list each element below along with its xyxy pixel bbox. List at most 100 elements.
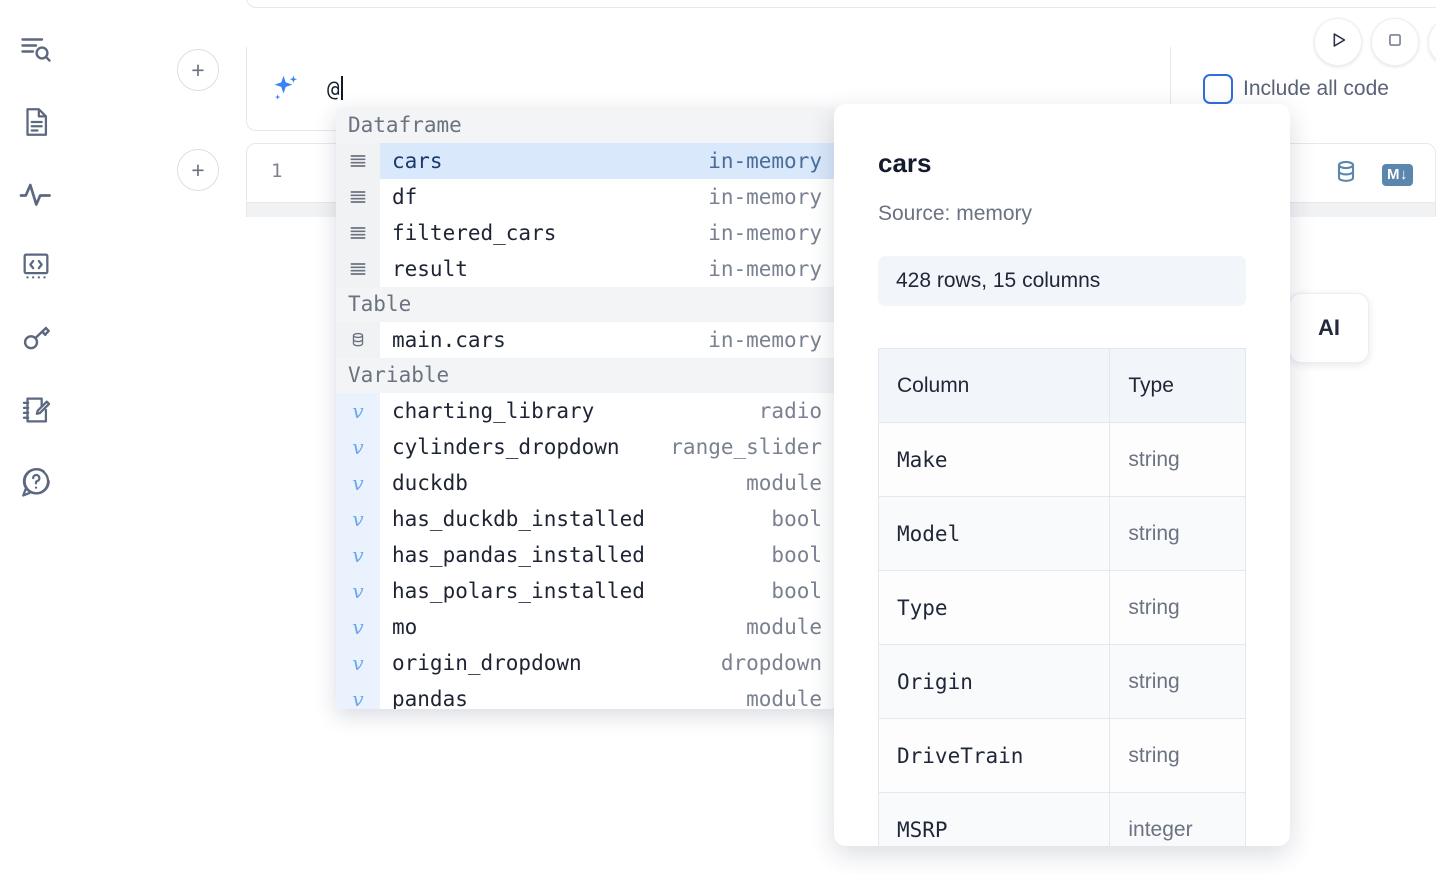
autocomplete-item-type: bool: [771, 507, 822, 531]
sidebar-item-activity[interactable]: [8, 158, 64, 230]
variable-icon: v: [336, 429, 380, 465]
sidebar-item-scratchpad[interactable]: [8, 374, 64, 446]
dataframe-rows-icon: [336, 179, 380, 215]
autocomplete-group-header: Table: [336, 287, 836, 322]
autocomplete-item-body: cars in-memory: [380, 143, 836, 179]
include-all-code-label: Include all code: [1243, 77, 1389, 100]
plus-icon: +: [191, 156, 205, 183]
variable-icon: v: [336, 609, 380, 645]
previous-cell-container: [246, 0, 1436, 8]
autocomplete-item-name: has_pandas_installed: [392, 543, 645, 567]
schema-column-name: MSRP: [877, 792, 1111, 846]
ai-prompt-value: @: [327, 77, 340, 101]
autocomplete-item[interactable]: result in-memory: [336, 251, 836, 287]
variable-icon: v: [336, 645, 380, 681]
include-all-code-checkbox[interactable]: [1203, 74, 1233, 104]
schema-column-type: string: [1109, 718, 1246, 793]
schema-column-name: Origin: [877, 644, 1111, 719]
dataframe-rows-icon: [336, 143, 380, 179]
include-all-code-row[interactable]: Include all code: [1203, 74, 1389, 104]
sidebar-item-snippets[interactable]: [8, 230, 64, 302]
dataframe-rows-icon: [336, 251, 380, 287]
preview-title: cars: [878, 148, 932, 178]
line-number: 1: [271, 160, 283, 182]
generate-with-ai-chip[interactable]: AI: [1289, 293, 1369, 363]
autocomplete-group-header: Dataframe: [336, 108, 836, 143]
variable-icon: v: [336, 573, 380, 609]
database-icon: [336, 322, 380, 358]
autocomplete-item-body: result in-memory: [380, 251, 836, 287]
preview-source: Source: memory: [878, 202, 1033, 225]
autocomplete-item-body: main.cars in-memory: [380, 322, 836, 358]
schema-column-name: Model: [877, 496, 1111, 571]
sparkle-icon: [267, 71, 303, 107]
add-ai-cell-button[interactable]: +: [177, 49, 219, 91]
stop-button[interactable]: [1371, 18, 1419, 66]
more-actions-button[interactable]: [1428, 18, 1436, 66]
play-icon: [1327, 29, 1349, 56]
autocomplete-item-name: pandas: [392, 687, 468, 709]
ai-prompt-input[interactable]: @: [327, 76, 343, 101]
autocomplete-item-name: result: [392, 257, 468, 281]
autocomplete-item-body: has_duckdb_installed bool: [380, 501, 836, 537]
autocomplete-item-type: in-memory: [708, 328, 822, 352]
preview-shape-badge: 428 rows, 15 columns: [878, 256, 1246, 306]
stop-square-icon: [1384, 29, 1406, 56]
database-icon[interactable]: [1332, 158, 1360, 191]
table-header-row: Column Type: [877, 348, 1246, 423]
autocomplete-item-name: cylinders_dropdown: [392, 435, 620, 459]
schema-column-name: Make: [877, 422, 1111, 497]
dataframe-rows-icon: [336, 215, 380, 251]
autocomplete-item-type: module: [746, 615, 822, 639]
autocomplete-item-type: in-memory: [708, 257, 822, 281]
ai-chip-label: AI: [1318, 315, 1340, 340]
sidebar-item-files[interactable]: [8, 86, 64, 158]
secrets-key-icon: [19, 321, 53, 355]
autocomplete-item-name: df: [392, 185, 418, 209]
sidebar-item-explore-search[interactable]: [8, 14, 64, 86]
autocomplete-item-type: in-memory: [708, 149, 822, 173]
help-question-icon: [19, 465, 53, 499]
autocomplete-item-type: bool: [771, 579, 822, 603]
markdown-icon[interactable]: M↓: [1382, 163, 1413, 186]
autocomplete-item-type: in-memory: [708, 221, 822, 245]
sidebar-item-secrets[interactable]: [8, 302, 64, 374]
autocomplete-item-name: has_duckdb_installed: [392, 507, 645, 531]
autocomplete-item-name: main.cars: [392, 328, 506, 352]
add-code-cell-button[interactable]: +: [177, 149, 219, 191]
scratchpad-edit-icon: [19, 393, 53, 427]
autocomplete-item-name: cars: [392, 149, 443, 173]
run-button[interactable]: [1314, 18, 1362, 66]
autocomplete-item-body: pandas module: [380, 681, 836, 709]
sidebar-item-help[interactable]: [8, 446, 64, 518]
autocomplete-item-type: module: [746, 687, 822, 709]
autocomplete-item[interactable]: cars in-memory: [336, 143, 836, 179]
autocomplete-item[interactable]: main.cars in-memory: [336, 322, 836, 358]
schema-column-type: string: [1109, 570, 1246, 645]
autocomplete-item-name: origin_dropdown: [392, 651, 582, 675]
explore-search-icon: [18, 32, 54, 68]
